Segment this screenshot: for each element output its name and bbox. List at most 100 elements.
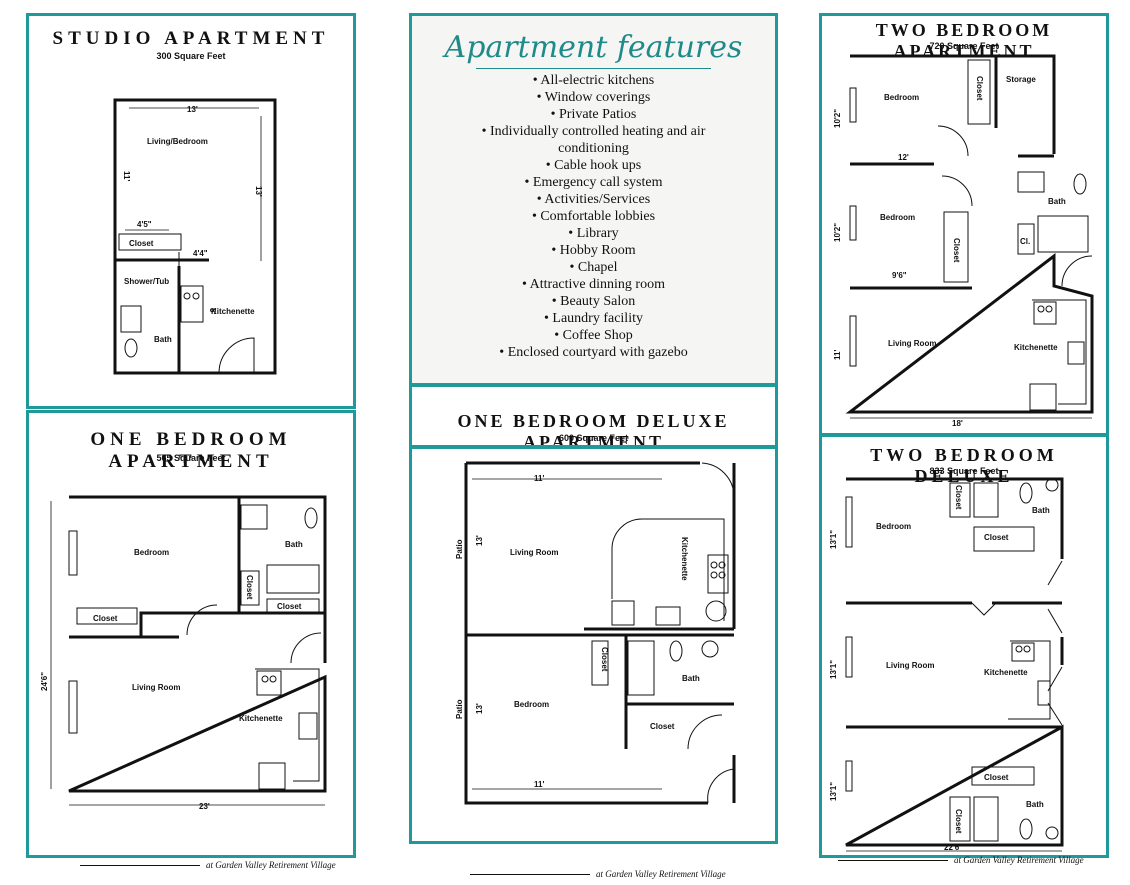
deluxe-dim-h2: 13' — [475, 703, 484, 714]
two-bedroom-label-closet2: Closet — [952, 238, 961, 263]
two-bedroom-deluxe-label-bedroom1: Bedroom — [876, 522, 911, 531]
two-bedroom-label-bedroom2: Bedroom — [880, 213, 915, 222]
footer-center-text: at Garden Valley Retirement Village — [596, 869, 726, 879]
two-bedroom-deluxe-label-closet3: Closet — [984, 773, 1009, 782]
one-bedroom-label-closet1: Closet — [93, 614, 118, 623]
features-panel: Apartment features • All-electric kitche… — [409, 13, 778, 386]
feature-item: • Laundry facility — [544, 311, 643, 326]
two-bedroom-label-bedroom1: Bedroom — [884, 93, 919, 102]
deluxe-label-bedroom: Bedroom — [514, 700, 549, 709]
studio-title: STUDIO APARTMENT — [52, 28, 330, 49]
feature-item: • Hobby Room — [551, 243, 636, 258]
deluxe-panel: 11' Patio 13' Living Room Kitchenette Cl… — [409, 446, 778, 844]
deluxe-dim-top: 11' — [534, 474, 544, 483]
two-bedroom-deluxe-dim-h1: 13'1" — [829, 530, 838, 549]
two-bedroom-label-bath: Bath — [1048, 197, 1066, 206]
two-bedroom-dim-h2: 10'2" — [833, 223, 842, 242]
feature-item: • Private Patios — [550, 107, 637, 122]
studio-dim-top: 13' — [187, 105, 198, 114]
two-bedroom-deluxe-label-closet2: Closet — [984, 533, 1009, 542]
feature-item: • Comfortable lobbies — [531, 209, 656, 224]
feature-item: • Chapel — [569, 260, 618, 275]
deluxe-title-panel: ONE BEDROOM DELUXE APARTMENT 600 Square … — [409, 384, 778, 448]
feature-item: • Activities/Services — [536, 192, 651, 207]
footer-right: at Garden Valley Retirement Village — [838, 855, 1084, 865]
studio-dim-left: 11' — [122, 171, 131, 181]
two-bedroom-label-living: Living Room — [888, 339, 936, 348]
one-bedroom-label-closet3: Closet — [277, 602, 302, 611]
feature-item: • Coffee Shop — [554, 328, 633, 343]
two-bedroom-dim-width: 18' — [952, 419, 963, 428]
two-bedroom-deluxe-size: 833 Square Feet — [929, 466, 999, 476]
studio-dim-right: 13' — [254, 186, 263, 197]
two-bedroom-dim-h3: 11' — [833, 350, 842, 360]
feature-item: • Beauty Salon — [551, 294, 636, 309]
studio-size: 300 Square Feet — [156, 51, 226, 61]
two-bedroom-label-closet1: Closet — [975, 76, 984, 101]
one-bedroom-panel: ONE BEDROOM APARTMENT 565 Square Feet 24… — [26, 410, 356, 858]
footer-rule — [470, 874, 590, 876]
two-bedroom-deluxe-label-kitchen: Kitchenette — [984, 668, 1028, 677]
one-bedroom-title: ONE BEDROOM APARTMENT — [90, 429, 292, 472]
studio-dim-closet: 4'5" — [137, 220, 152, 229]
one-bedroom-label-living: Living Room — [132, 683, 180, 692]
feature-item: • Window coverings — [536, 90, 651, 105]
two-bedroom-dim-h1: 10'2" — [833, 109, 842, 128]
one-bedroom-floorplan: 24'6" 23' Bedroom Closet Bath Closet Clo… — [40, 495, 327, 811]
studio-dim-mid: 4'4" — [193, 249, 208, 258]
footer-left: at Garden Valley Retirement Village — [80, 860, 336, 870]
deluxe-size: 600 Square Feet — [558, 433, 629, 443]
studio-label-shower: Shower/Tub — [124, 277, 169, 286]
two-bedroom-label-kitchen: Kitchenette — [1014, 343, 1058, 352]
feature-item: • Attractive dinning room — [522, 277, 665, 292]
deluxe-label-bath: Bath — [682, 674, 700, 683]
two-bedroom-deluxe-dim-h3: 13'1" — [829, 782, 838, 801]
two-bedroom-size: 720 Square Feet — [929, 41, 999, 51]
two-bedroom-deluxe-title: TWO BEDROOM DELUXE — [870, 445, 1058, 486]
two-bedroom-deluxe-label-living: Living Room — [886, 661, 934, 670]
footer-center: at Garden Valley Retirement Village — [470, 869, 726, 879]
one-bedroom-label-kitchen: Kitchenette — [239, 714, 283, 723]
deluxe-label-kitchen: Kitchenette — [680, 537, 689, 581]
deluxe-label-patio1: Patio — [455, 539, 464, 559]
feature-item: • Individually controlled heating and ai… — [481, 124, 706, 156]
two-bedroom-panel: TWO BEDROOM APARTMENT 720 Square Feet 10… — [819, 13, 1109, 436]
two-bedroom-floorplan: 10'2" 10'2" 11' Bedroom Closet Storage 1… — [833, 54, 1094, 428]
studio-floorplan: 13' 13' 11' Living/Bedroom 4'5" Closet 4… — [113, 98, 277, 375]
one-bedroom-label-bedroom: Bedroom — [134, 548, 169, 557]
two-bedroom-label-cl: Cl. — [1020, 237, 1030, 246]
two-bedroom-deluxe-panel: TWO BEDROOM DELUXE 833 Square Feet 13'1"… — [819, 434, 1109, 858]
deluxe-label-closet2: Closet — [650, 722, 675, 731]
feature-item: • Enclosed courtyard with gazebo — [499, 345, 688, 360]
two-bedroom-deluxe-label-bath2: Bath — [1026, 800, 1044, 809]
deluxe-floorplan: 11' Patio 13' Living Room Kitchenette Cl… — [455, 461, 736, 805]
feature-item: • All-electric kitchens — [532, 73, 655, 88]
two-bedroom-label-storage: Storage — [1006, 75, 1036, 84]
one-bedroom-size: 565 Square Feet — [156, 453, 226, 463]
two-bedroom-dim-w1: 12' — [898, 153, 909, 162]
features-divider — [476, 68, 711, 69]
deluxe-title: ONE BEDROOM DELUXE APARTMENT — [457, 411, 730, 448]
studio-label-kitchen: Kitchenette — [211, 307, 255, 316]
footer-right-text: at Garden Valley Retirement Village — [954, 855, 1084, 865]
deluxe-label-closet: Closet — [600, 647, 609, 672]
studio-label-bath: Bath — [154, 335, 172, 344]
studio-panel: STUDIO APARTMENT 300 Square Feet 13' 13'… — [26, 13, 356, 409]
studio-label-living: Living/Bedroom — [147, 137, 208, 146]
features-list: • All-electric kitchens • Window coverin… — [412, 72, 775, 361]
studio-label-closet: Closet — [129, 239, 154, 248]
features-title: Apartment features — [444, 30, 743, 65]
feature-item: • Library — [568, 226, 619, 241]
deluxe-dim-bottom: 11' — [534, 780, 544, 789]
one-bedroom-dim-width: 23' — [199, 802, 210, 811]
deluxe-dim-h1: 13' — [475, 535, 484, 546]
one-bedroom-label-bath: Bath — [285, 540, 303, 549]
two-bedroom-dim-w2: 9'6" — [892, 271, 907, 280]
footer-left-text: at Garden Valley Retirement Village — [206, 860, 336, 870]
deluxe-label-living: Living Room — [510, 548, 558, 557]
two-bedroom-deluxe-label-bath1: Bath — [1032, 506, 1050, 515]
feature-item: • Emergency call system — [524, 175, 663, 190]
two-bedroom-deluxe-floorplan: 13'1" 13'1" 13'1" Closet Bath Bedroom Cl… — [829, 477, 1064, 852]
two-bedroom-deluxe-label-closet4: Closet — [954, 809, 963, 834]
one-bedroom-label-closet2: Closet — [245, 575, 254, 600]
